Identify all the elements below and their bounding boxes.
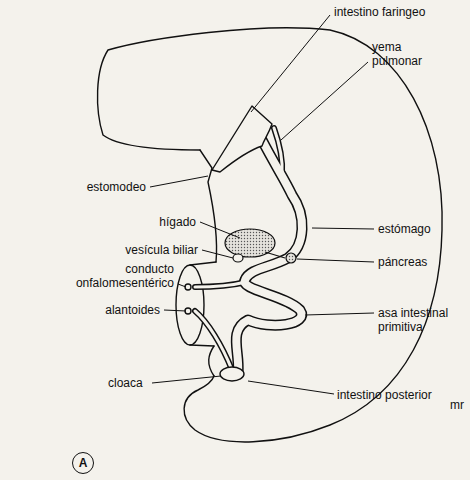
- part-label: intestino posterior: [337, 388, 462, 402]
- pharyngeal-gut: [212, 106, 272, 172]
- part-label: estómago: [378, 222, 463, 236]
- bile-duct: [265, 252, 285, 258]
- part-label: yema pulmonar: [372, 40, 434, 68]
- part-label: conducto onfalomesentérico: [56, 262, 174, 290]
- part-label: estomodeo: [56, 180, 146, 194]
- part-label: hígado: [116, 215, 196, 229]
- ventral-wall: [209, 346, 214, 376]
- figure-letter-circle: A: [72, 452, 94, 474]
- figure-letter: A: [79, 456, 88, 470]
- pancreas: [286, 253, 296, 263]
- part-label: alantoides: [70, 303, 160, 317]
- part-label: páncreas: [378, 255, 463, 269]
- part-label: asa intestinal primitiva: [378, 306, 464, 334]
- part-label: vesícula biliar: [88, 243, 198, 257]
- cloaca-chamber: [220, 367, 244, 381]
- leader-lines: [150, 15, 374, 394]
- gallbladder: [233, 254, 243, 262]
- part-label: mr: [450, 398, 468, 412]
- umbilical-ring: [176, 265, 204, 345]
- part-label: intestino faringeo: [334, 5, 464, 19]
- part-label: cloaca: [108, 376, 168, 390]
- gut-tube: [195, 128, 302, 372]
